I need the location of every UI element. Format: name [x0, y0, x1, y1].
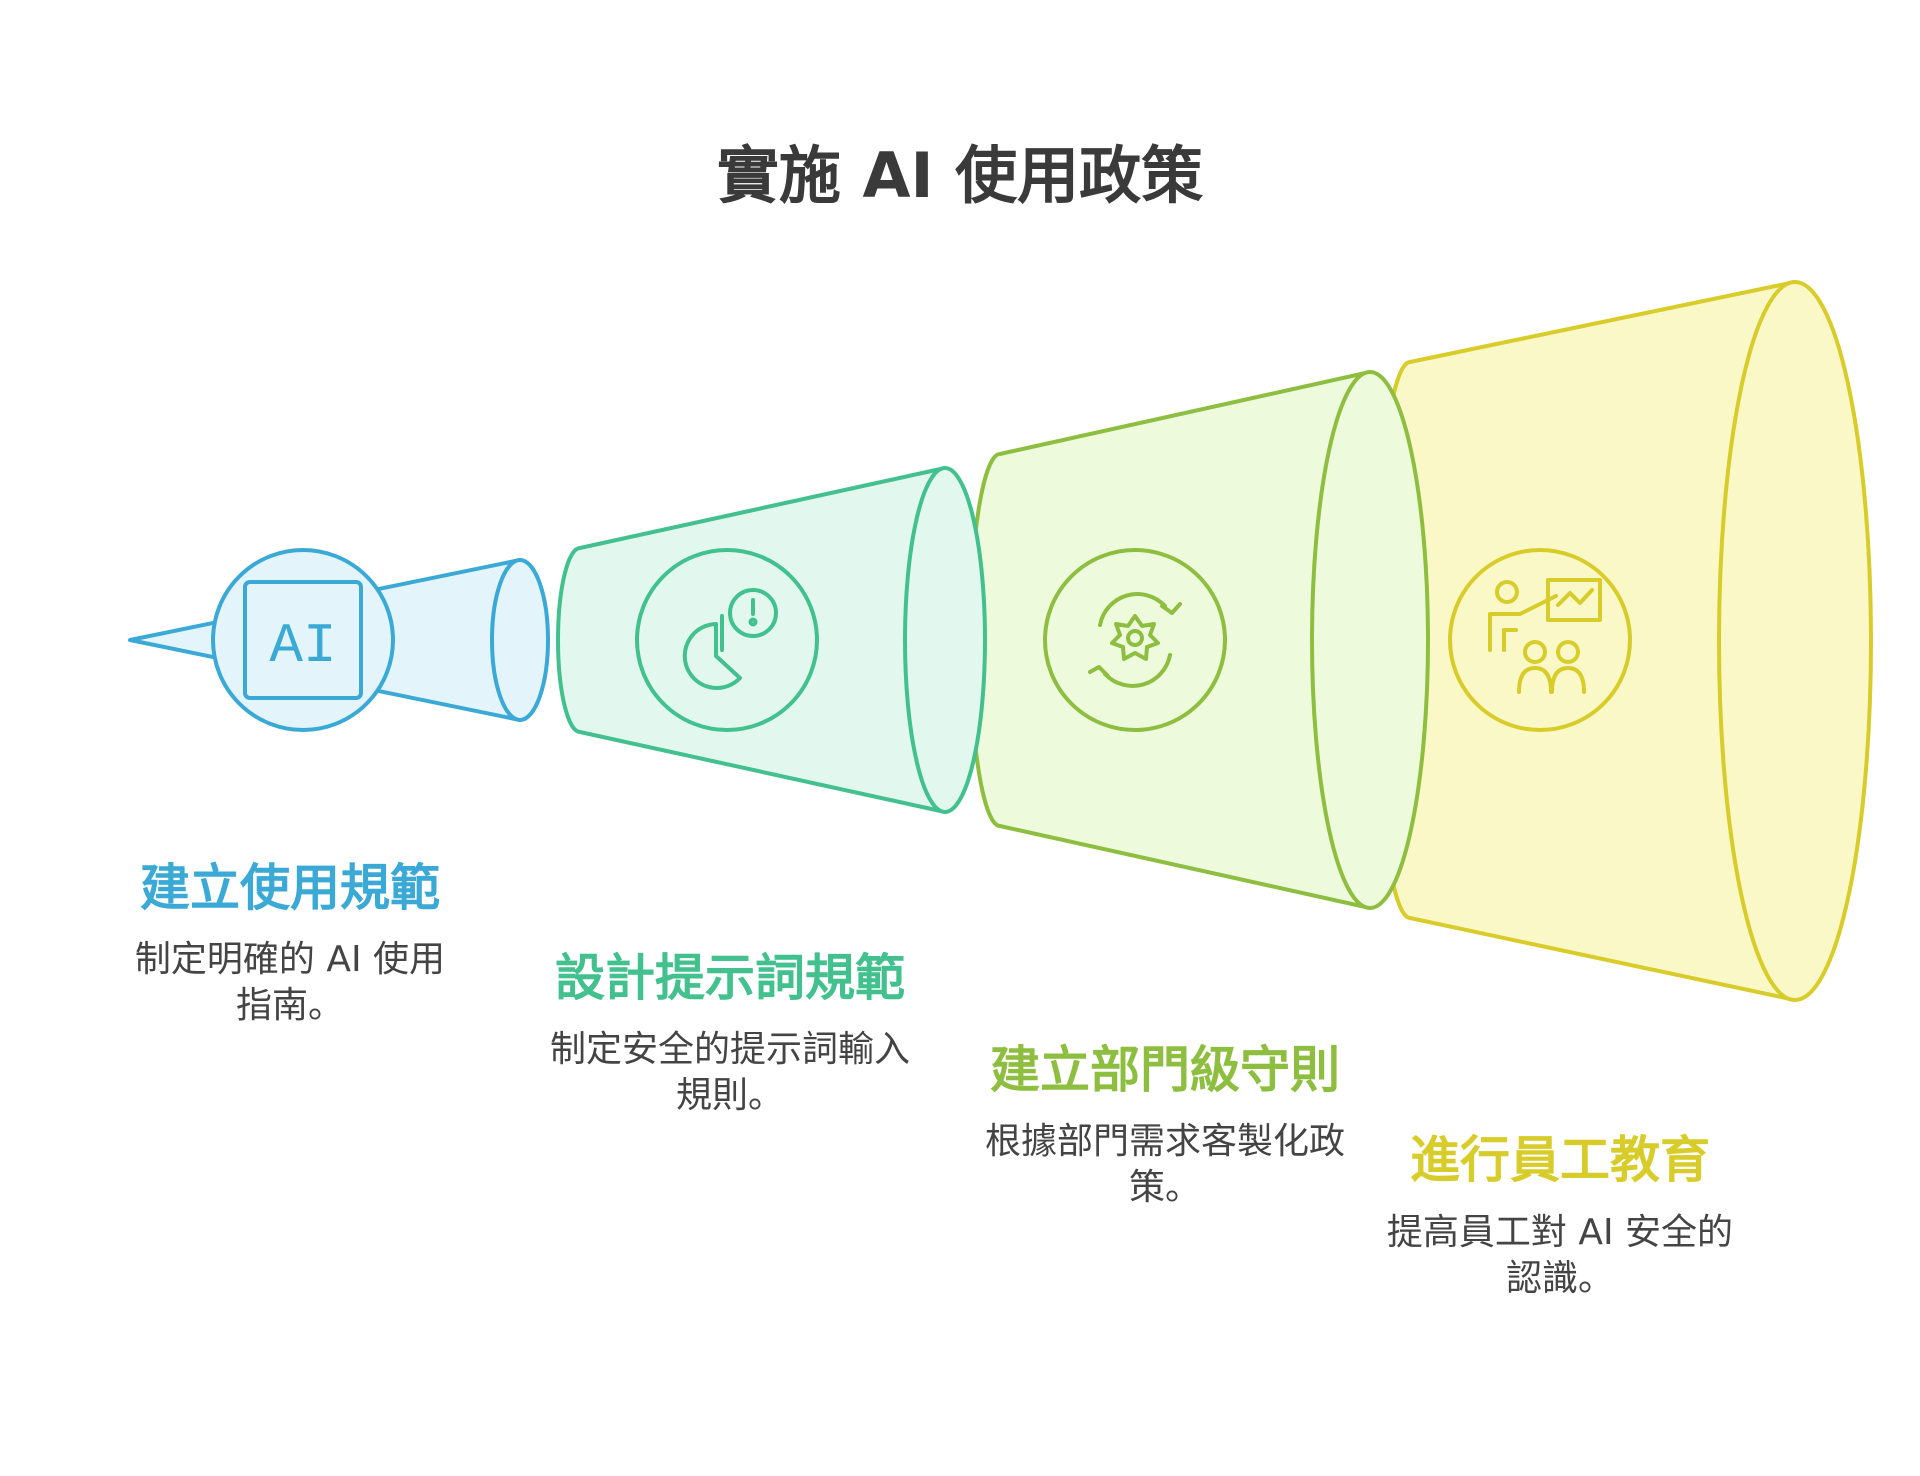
step-1-description: 制定明確的 AI 使用指南。	[134, 939, 446, 1026]
training-presentation-icon	[1448, 548, 1632, 732]
ai-chip-icon: AI	[211, 548, 395, 732]
step-1-title: 建立使用規範	[140, 859, 440, 917]
step-2-description: 制定安全的提示詞輸入規則。	[550, 1029, 911, 1116]
step-3-description: 根據部門需求客製化政策。	[984, 1121, 1345, 1208]
chart-alert-icon	[635, 548, 819, 732]
diagram-title: 實施 AI 使用政策	[716, 139, 1204, 212]
step-4-title: 進行員工教育	[1410, 1131, 1710, 1189]
ai-chip-label: AI	[269, 614, 336, 678]
step-4-description: 提高員工對 AI 安全的認識。	[1386, 1212, 1734, 1299]
step-3-title: 建立部門級守則	[990, 1041, 1340, 1099]
step-2-title: 設計提示詞規範	[555, 949, 905, 1007]
gear-cycle-icon	[1043, 548, 1227, 732]
